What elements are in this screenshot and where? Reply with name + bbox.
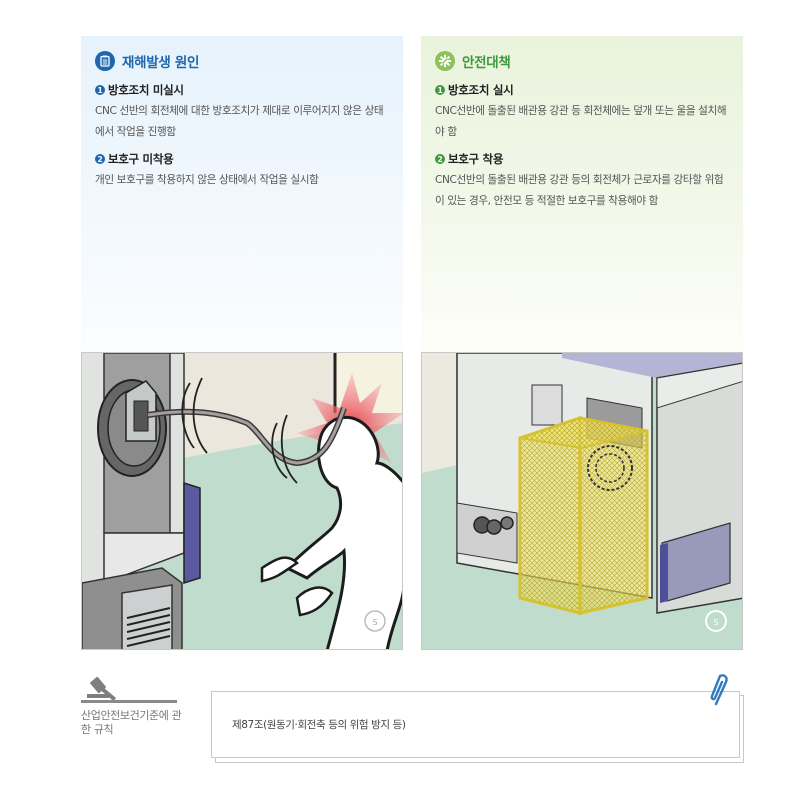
measure-header: 안전대책 xyxy=(435,50,731,72)
number-badge: 1 xyxy=(95,85,105,95)
clipboard-icon xyxy=(95,51,115,71)
item-title: 보호구 미착용 xyxy=(108,152,174,166)
item-body: CNC선반에 돌출된 배관용 강관 등 회전체에는 덮개 또는 울을 설치해야 … xyxy=(435,105,727,138)
accident-illustration: S xyxy=(81,352,403,650)
law-article-box: 제87조(원동기·회전축 등의 위험 방지 등) xyxy=(211,691,740,758)
svg-text:S: S xyxy=(372,618,377,627)
paperclip-icon xyxy=(710,674,728,706)
law-label: 산업안전보건기준에 관한 규칙 xyxy=(81,709,182,736)
item-body: 개인 보호구를 착용하지 않은 상태에서 작업을 실시함 xyxy=(95,174,319,186)
item-body: CNC선반의 돌출된 배관용 강관 등의 회전체가 근로자를 강타할 위험이 있… xyxy=(435,174,724,207)
gavel-icon xyxy=(87,676,117,700)
number-badge: 2 xyxy=(95,154,105,164)
measure-title: 안전대책 xyxy=(462,55,511,71)
gear-icon xyxy=(435,51,455,71)
item-body: CNC 선반의 회전체에 대한 방호조치가 제대로 이루어지지 않은 상태에서 … xyxy=(95,105,384,138)
divider xyxy=(81,700,177,703)
safety-guard-illustration: S xyxy=(421,352,743,650)
item-title: 보호구 착용 xyxy=(448,152,504,166)
cause-title: 재해발생 원인 xyxy=(122,55,200,71)
item-title: 방호조치 실시 xyxy=(448,83,514,97)
number-badge: 1 xyxy=(435,85,445,95)
number-badge: 2 xyxy=(435,154,445,164)
item-title: 방호조치 미실시 xyxy=(108,83,184,97)
cause-header: 재해발생 원인 xyxy=(95,50,391,72)
svg-text:S: S xyxy=(713,618,718,627)
law-article: 제87조(원동기·회전축 등의 위험 방지 등) xyxy=(232,719,406,731)
